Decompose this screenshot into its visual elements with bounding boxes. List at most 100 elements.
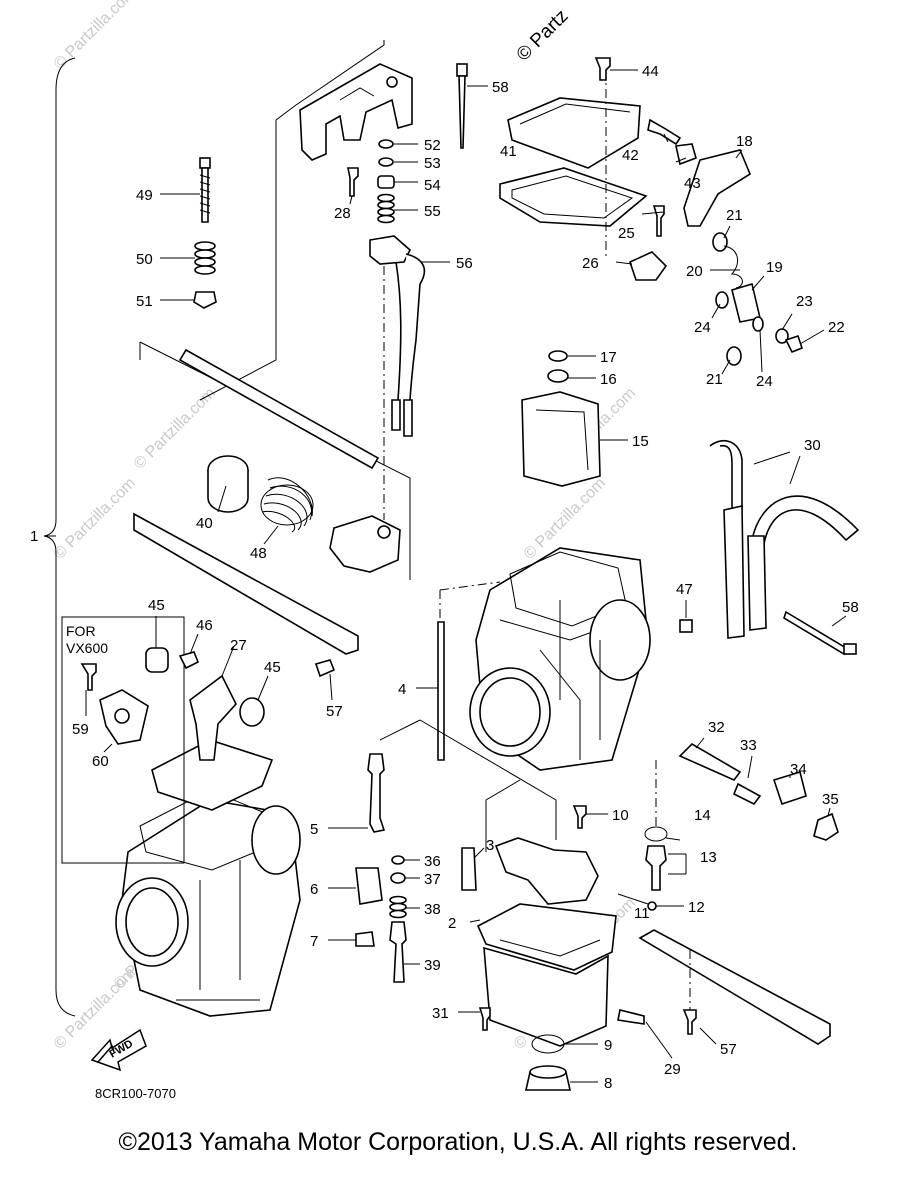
watermark: © Partzilla.com	[131, 385, 219, 473]
callout-2: 2	[448, 915, 456, 932]
pilot-screw	[199, 157, 211, 223]
callouts: 1 2 3 4 5 6 7 8 9 10 11 12 13 14 15 16 1…	[30, 63, 859, 1092]
screw	[80, 663, 97, 691]
float-chamber-cover	[499, 70, 648, 260]
screw	[314, 659, 336, 678]
screw	[682, 1009, 697, 1035]
callout-41: 41	[500, 143, 517, 160]
callout-6: 6	[310, 881, 318, 898]
o-ring-small	[391, 855, 405, 865]
callout-17: 17	[600, 349, 617, 366]
screw	[572, 805, 587, 829]
callout-60: 60	[92, 753, 109, 770]
callout-9: 9	[604, 1037, 612, 1054]
screw	[594, 57, 611, 81]
needle-jet	[367, 753, 386, 833]
callout-29: 29	[664, 1061, 681, 1078]
callout-28: 28	[334, 205, 351, 222]
vx600-inset-frame	[61, 616, 185, 864]
collar	[145, 647, 169, 673]
callout-57: 57	[326, 703, 343, 720]
callout-45: 45	[148, 597, 165, 614]
callout-7: 7	[310, 933, 318, 950]
callout-25: 25	[618, 225, 635, 242]
callout-37: 37	[424, 871, 441, 888]
vx600-note: FOR VX600	[66, 623, 108, 657]
callout-55: 55	[424, 203, 441, 220]
collar-small	[712, 232, 728, 252]
callout-59: 59	[72, 721, 89, 738]
collar	[207, 455, 249, 513]
throttle-stop-parts	[377, 139, 395, 224]
fuel-pipe	[178, 348, 380, 470]
vx600-note-line2: VX600	[66, 640, 109, 656]
throttle-spring	[260, 477, 314, 533]
callout-1: 1	[30, 528, 38, 545]
needle-spring	[389, 895, 407, 919]
callout-26: 26	[582, 255, 599, 272]
screw	[478, 1007, 491, 1031]
callout-45: 45	[264, 659, 281, 676]
diaphragm	[521, 391, 601, 487]
callout-49: 49	[136, 187, 153, 204]
callout-23: 23	[796, 293, 813, 310]
bracket	[629, 251, 668, 281]
screw	[647, 118, 682, 146]
plug	[679, 619, 693, 633]
callout-8: 8	[604, 1075, 612, 1092]
callout-3: 3	[486, 837, 494, 854]
throttle-sensor	[369, 235, 426, 520]
callout-15: 15	[632, 433, 649, 450]
callout-12: 12	[688, 899, 705, 916]
callout-40: 40	[196, 515, 213, 532]
copyright-notice: ©2013 Yamaha Motor Corporation, U.S.A. A…	[118, 1128, 798, 1156]
callout-44: 44	[642, 63, 659, 80]
float-bowl	[476, 837, 617, 1047]
bracket-top	[299, 63, 413, 161]
collar	[239, 697, 265, 727]
callout-13: 13	[700, 849, 717, 866]
carburetor-body-left	[115, 739, 301, 1017]
watermark-top: © Partz	[513, 6, 573, 66]
o-ring	[531, 1034, 565, 1054]
callout-56: 56	[456, 255, 473, 272]
callout-16: 16	[600, 371, 617, 388]
screw	[652, 205, 665, 237]
callout-58: 58	[492, 79, 509, 96]
pilot-spring	[194, 241, 216, 275]
callout-27: 27	[230, 637, 247, 654]
link-plate	[133, 512, 359, 655]
lever-arm	[189, 674, 237, 761]
callout-24: 24	[694, 319, 711, 336]
throttle-shaft	[437, 621, 445, 761]
clip	[548, 350, 568, 362]
callout-21: 21	[706, 371, 723, 388]
starter-plunger	[678, 742, 839, 841]
callout-19: 19	[766, 259, 783, 276]
fwd-arrow: FWD	[90, 1028, 147, 1072]
callout-50: 50	[136, 251, 153, 268]
callout-31: 31	[432, 1005, 449, 1022]
callout-14: 14	[694, 807, 711, 824]
watermark: © Partzilla.com	[51, 0, 139, 73]
callout-39: 39	[424, 957, 441, 974]
callout-35: 35	[822, 791, 839, 808]
callout-47: 47	[676, 581, 693, 598]
callout-54: 54	[424, 177, 441, 194]
carburetor-body	[439, 547, 651, 771]
spring-clip	[723, 245, 743, 289]
callout-18: 18	[736, 133, 753, 150]
sensor-body	[329, 515, 401, 573]
callout-34: 34	[790, 761, 807, 778]
callout-11: 11	[634, 905, 650, 922]
callout-46: 46	[196, 617, 213, 634]
washer	[675, 143, 697, 166]
callout-48: 48	[250, 545, 267, 562]
main-nozzle	[389, 921, 407, 983]
screw	[178, 651, 200, 670]
jet	[461, 847, 477, 891]
needle-valve	[645, 845, 667, 891]
main-jet-holder	[355, 867, 383, 905]
lever	[683, 149, 751, 227]
lever-link	[731, 282, 761, 323]
